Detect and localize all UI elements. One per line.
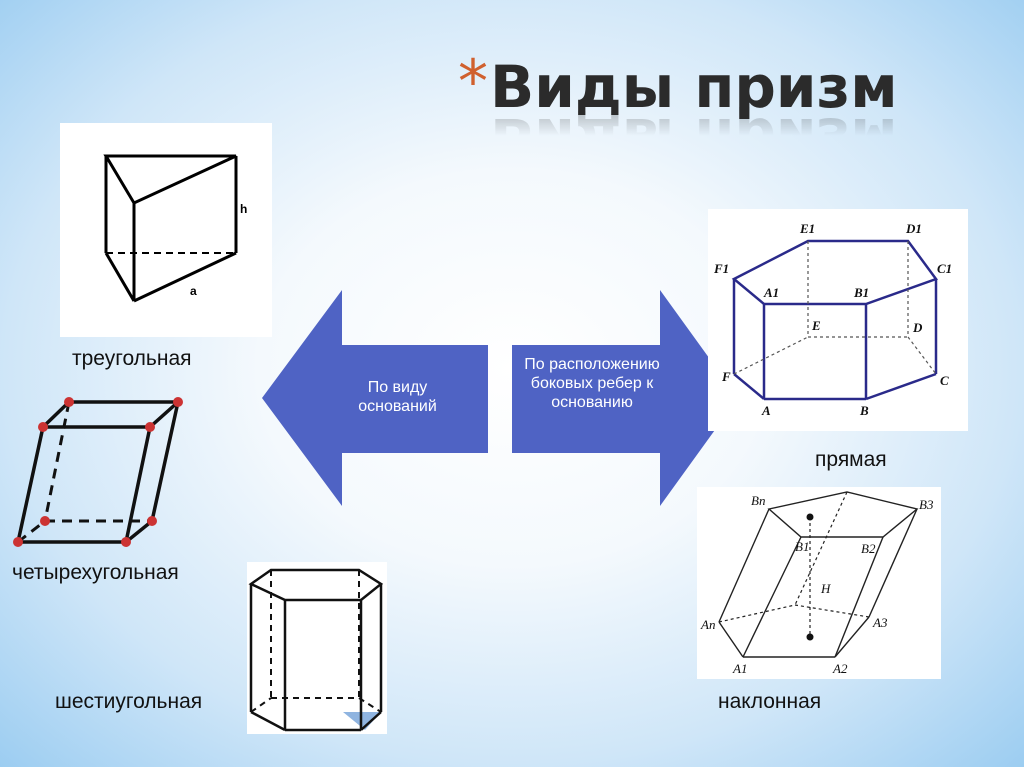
inclined-prism-panel: Bn B3 B1 B2 H An A3 A1 A2 [697,487,941,679]
inclined-prism-figure: Bn B3 B1 B2 H An A3 A1 A2 [700,491,934,676]
hexagonal-label: шестиугольная [55,690,203,713]
straight-prism-panel: E1 D1 F1 C1 A1 B1 E D F C A B [708,209,968,431]
label-An: An [700,617,715,632]
label-B1: B1 [853,285,869,300]
label-C1: C1 [937,261,952,276]
right-arrow [512,290,742,506]
label-F1: F1 [713,261,729,276]
hexagonal-prism-panel [247,562,387,734]
label-F: F [721,369,731,384]
triangular-label: треугольная [72,347,192,370]
straight-prism-figure: E1 D1 F1 C1 A1 B1 E D F C A B [713,221,952,418]
triangular-prism-panel: h a [60,123,272,337]
straight-label: прямая [815,448,887,471]
hexagonal-prism-figure [248,568,384,732]
triangular-prism-figure: h a [103,154,247,303]
label-H: H [820,581,831,596]
right-arrow-text: По расположению боковых ребер к основани… [524,356,660,411]
label-A: A [761,403,771,418]
label-A3: A3 [872,615,888,630]
label-A1-incl: A1 [732,661,747,676]
tri-h-label: h [240,202,247,216]
label-D: D [912,320,923,335]
label-C: C [940,373,949,388]
slide-title: * Виды призм [458,52,898,132]
left-arrow [262,290,492,506]
title-bullet: * [458,47,488,117]
label-E: E [811,318,821,333]
left-arrow-text: По виду оснований [358,379,437,415]
label-A2: A2 [832,661,848,676]
label-B2: B2 [861,541,876,556]
inclined-label: наклонная [718,690,822,713]
tri-a-label: a [190,284,197,298]
label-Bn: Bn [751,493,765,508]
label-B1-incl: B1 [795,539,809,554]
title-text: Виды призм [490,53,898,121]
label-B3: B3 [919,497,934,512]
label-A1: A1 [763,285,779,300]
label-D1: D1 [905,221,922,236]
quadrilateral-prism-figure [5,390,200,555]
label-B: B [859,403,869,418]
quadrilateral-label: четырехугольная [12,561,179,584]
label-E1: E1 [799,221,815,236]
